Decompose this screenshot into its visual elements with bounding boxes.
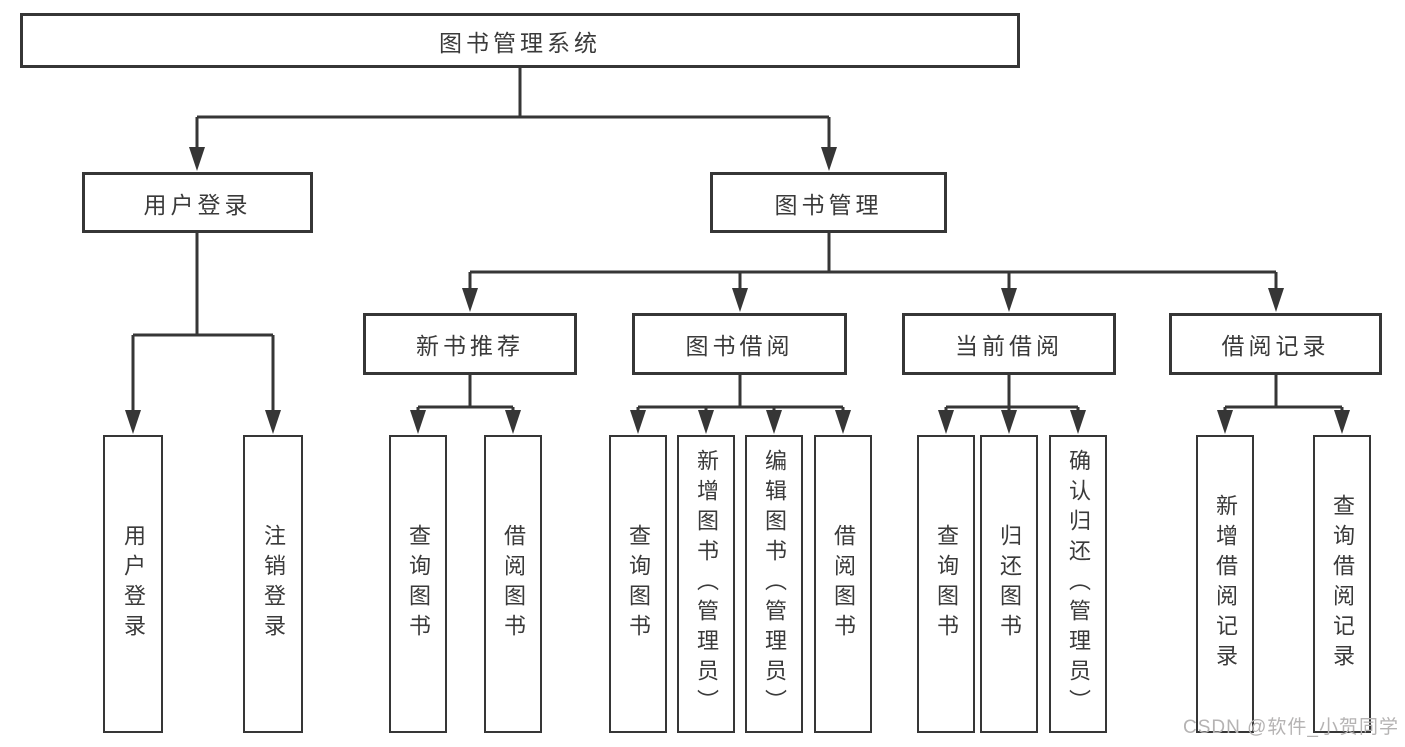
csdn-watermark: CSDN @软件_小贺同学: [1183, 717, 1399, 738]
leaf-query-books-borrowing: 查询图书: [609, 435, 667, 733]
leaf-label: 借阅图书: [831, 524, 856, 644]
node-user-login: 用户登录: [82, 172, 313, 233]
leaf-label: 借阅图书: [501, 524, 526, 644]
leaf-query-borrow-record: 查询借阅记录: [1313, 435, 1371, 733]
leaf-label: 编辑图书（管理员）: [762, 449, 787, 719]
leaf-label: 用户登录: [121, 524, 146, 644]
leaf-confirm-return-admin: 确认归还（管理员）: [1049, 435, 1107, 733]
leaf-borrow-books-borrowing: 借阅图书: [814, 435, 872, 733]
leaf-add-book-admin: 新增图书（管理员）: [677, 435, 735, 733]
leaf-return-books: 归还图书: [980, 435, 1038, 733]
leaf-label: 查询图书: [406, 524, 431, 644]
leaf-user-login: 用户登录: [103, 435, 163, 733]
leaf-label: 新增图书（管理员）: [694, 449, 719, 719]
leaf-borrow-books-recommend: 借阅图书: [484, 435, 542, 733]
node-library-management-system: 图书管理系统: [20, 13, 1020, 68]
leaf-label: 查询图书: [934, 524, 959, 644]
leaf-label: 新增借阅记录: [1213, 494, 1238, 674]
leaf-label: 确认归还（管理员）: [1066, 449, 1091, 719]
leaf-label: 归还图书: [997, 524, 1022, 644]
leaf-label: 注销登录: [261, 524, 286, 644]
leaf-edit-book-admin: 编辑图书（管理员）: [745, 435, 803, 733]
node-book-borrowing: 图书借阅: [632, 313, 847, 375]
node-borrowing-records: 借阅记录: [1169, 313, 1382, 375]
leaf-logout: 注销登录: [243, 435, 303, 733]
leaf-query-books-recommend: 查询图书: [389, 435, 447, 733]
leaf-label: 查询借阅记录: [1330, 494, 1355, 674]
leaf-query-books-current: 查询图书: [917, 435, 975, 733]
node-book-management: 图书管理: [710, 172, 947, 233]
leaf-add-borrow-record: 新增借阅记录: [1196, 435, 1254, 733]
node-new-book-recommendation: 新书推荐: [363, 313, 577, 375]
leaf-label: 查询图书: [626, 524, 651, 644]
node-current-borrowing: 当前借阅: [902, 313, 1116, 375]
